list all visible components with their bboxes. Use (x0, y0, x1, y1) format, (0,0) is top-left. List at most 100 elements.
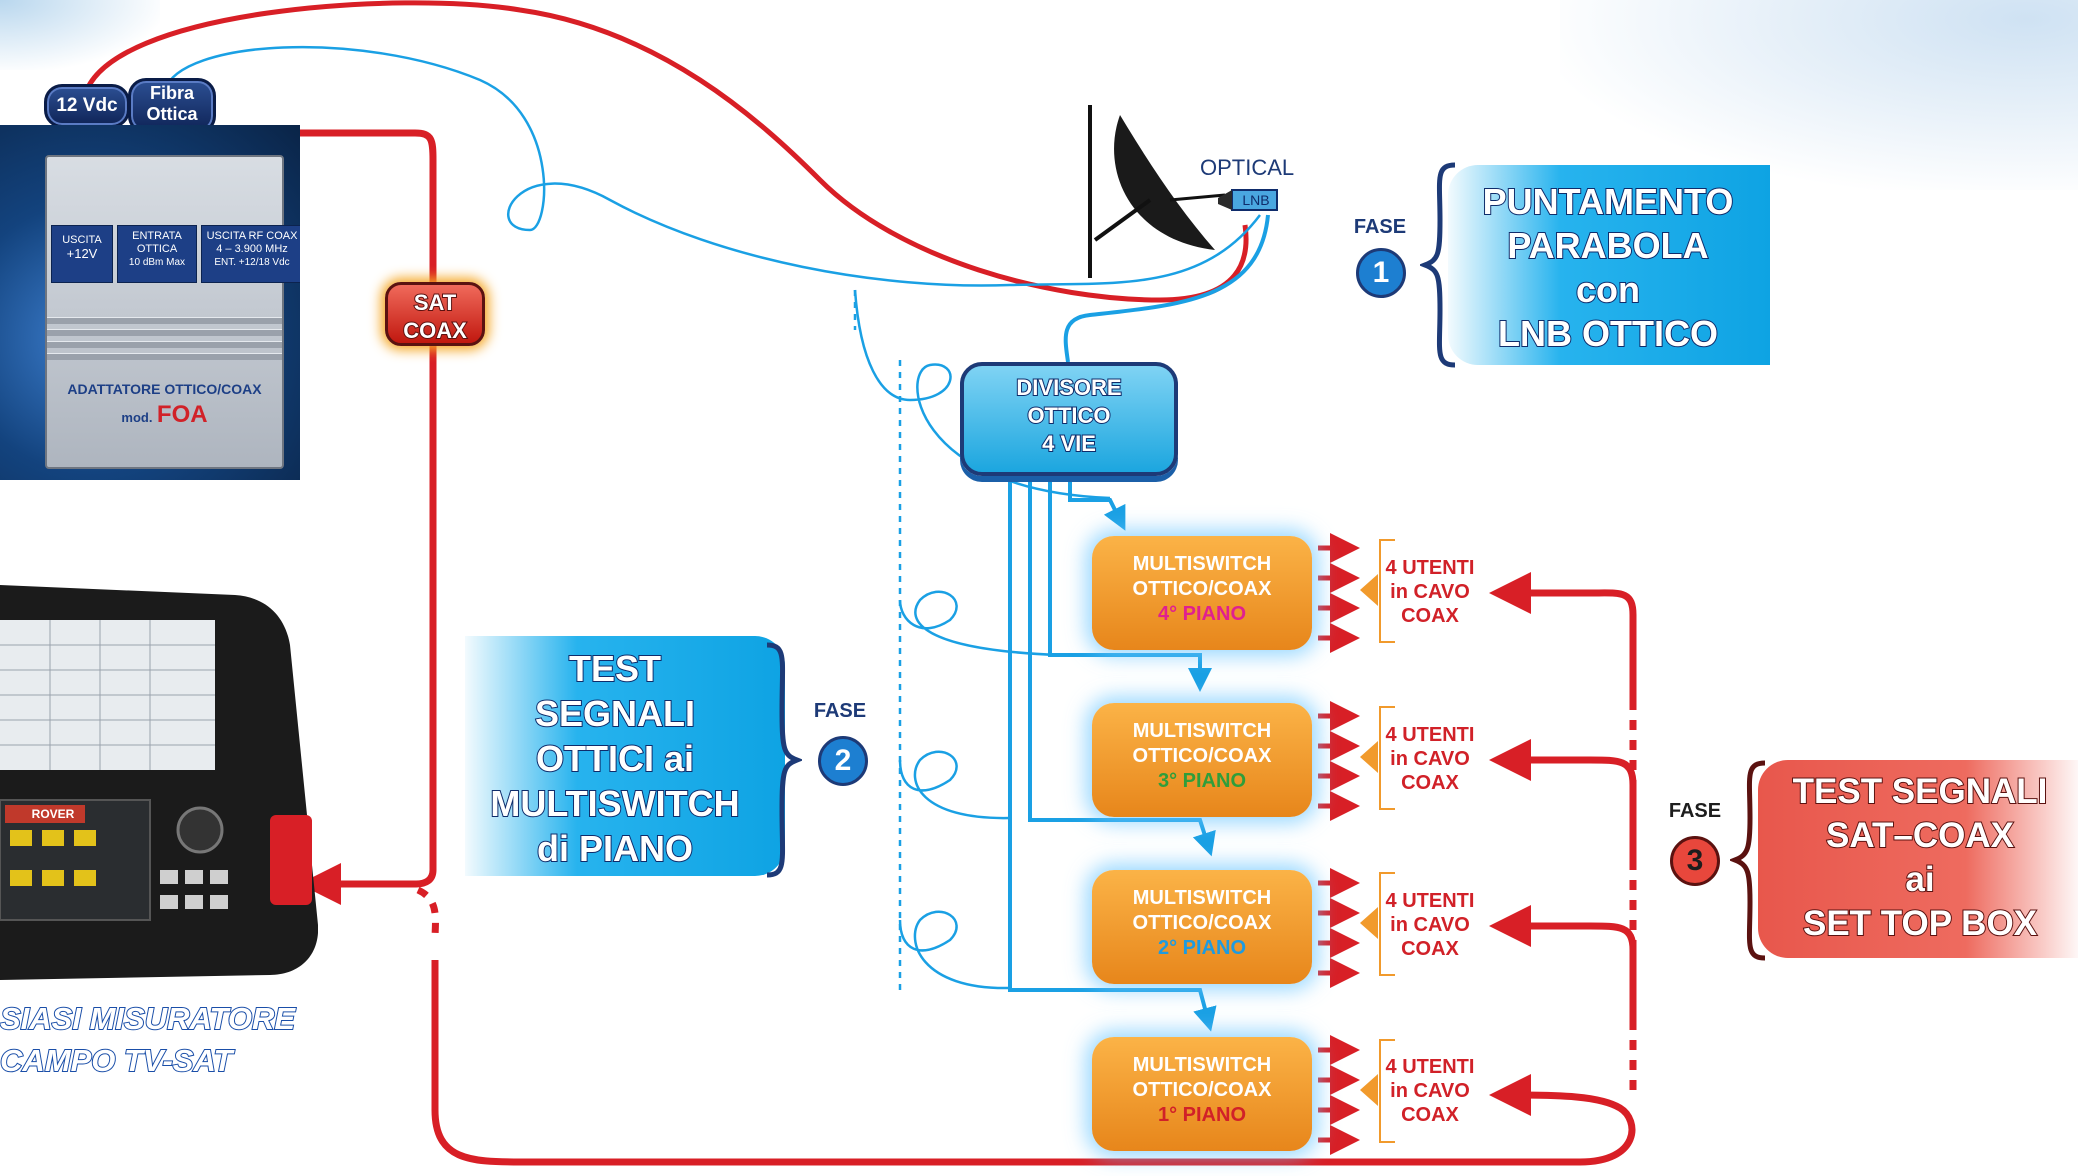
phase2-number: 2 (818, 736, 868, 786)
multiswitch-line2: OTTICO/COAX (1132, 1079, 1272, 1101)
return-floor3 (1489, 739, 1637, 865)
phase3-line2: SAT–COAX (1825, 815, 2015, 856)
multiswitch-floor2: MULTISWITCH OTTICO/COAX 2° PIANO (1092, 870, 1312, 984)
phase3-brace (1730, 760, 1766, 961)
users-line1: 4 UTENTI (1385, 724, 1475, 746)
lnb-label: LNB (1242, 192, 1270, 208)
user-triangles (1360, 574, 1378, 1106)
sat-coax-line2: COAX (402, 317, 468, 344)
port-label: USCITA RF COAX (206, 230, 298, 242)
fiber-label-line2: Ottica (146, 104, 198, 124)
meter-brand: ROVER (31, 807, 75, 821)
adapter-model-row: mod. FOA (47, 401, 282, 429)
phase2-line1: TEST (568, 647, 662, 690)
multiswitch-floor4: MULTISWITCH OTTICO/COAX 4° PIANO (1092, 536, 1312, 650)
multiswitch-line2: OTTICO/COAX (1132, 912, 1272, 934)
multiswitch-outputs (1318, 533, 1360, 1155)
port-label: ENT. +12/18 Vdc (214, 257, 290, 268)
adapter-fin (47, 317, 282, 324)
phase2-brace (766, 642, 802, 878)
multiswitch-floor3: MULTISWITCH OTTICO/COAX 3° PIANO (1092, 703, 1312, 817)
users-floor1: 4 UTENTI in CAVO COAX (1382, 1055, 1478, 1127)
users-line3: COAX (1401, 772, 1459, 794)
adapter-fin (47, 329, 282, 336)
port-label: 4 – 3.900 MHz (216, 243, 288, 255)
users-line1: 4 UTENTI (1385, 890, 1475, 912)
phase3-box (1758, 760, 2078, 958)
multiswitch-floor-label: 4° PIANO (1157, 603, 1247, 625)
multiswitch-floor-label: 3° PIANO (1157, 770, 1247, 792)
phase2-box (465, 636, 785, 876)
adapter-fin (47, 353, 282, 360)
user-brackets (1379, 539, 1395, 1143)
users-floor3: 4 UTENTI in CAVO COAX (1382, 723, 1478, 795)
phase1-number: 1 (1356, 248, 1406, 298)
multiswitch-floor1: MULTISWITCH OTTICO/COAX 1° PIANO (1092, 1037, 1312, 1151)
adapter-port-rf: USCITA RF COAX 4 – 3.900 MHz ENT. +12/18… (201, 225, 300, 283)
field-meter-device: ROVER (0, 585, 319, 980)
return-floor2 (1489, 905, 1637, 1030)
multiswitch-line1: MULTISWITCH (1132, 553, 1272, 575)
phase2-line4: MULTISWITCH (489, 782, 740, 825)
phase3-title: TEST SEGNALI SAT–COAX ai SET TOP BOX (1762, 770, 2078, 946)
divisore-line1: DIVISORE (1015, 374, 1122, 401)
port-label: ENTRATA (132, 230, 182, 242)
port-label: USCITA (62, 234, 102, 246)
adapter-port-12v: USCITA +12V (51, 225, 113, 283)
phase2-title: TEST SEGNALI OTTICI ai MULTISWITCH di PI… (470, 646, 760, 871)
adapter-model-prefix: mod. (121, 410, 153, 425)
phase2-line5: di PIANO (536, 827, 694, 870)
phase3-line3: ai (1904, 859, 1935, 900)
meter-caption: SIASI MISURATORE CAMPO TV-SAT (0, 998, 330, 1082)
phase1-box (1448, 165, 1770, 365)
users-floor2: 4 UTENTI in CAVO COAX (1382, 889, 1478, 961)
fiber-cable-top (163, 45, 1261, 287)
phase1-brace (1420, 162, 1456, 368)
divisore-outputs (1008, 478, 1217, 1032)
phase1-line1: PUNTAMENTO (1482, 180, 1735, 223)
adapter-model: FOA (156, 401, 208, 428)
divisore-line2: OTTICO (1026, 402, 1111, 429)
fiber-label-line1: Fibra (149, 83, 194, 103)
field-meter-icon (0, 585, 319, 980)
fiber-lnb-divisore (1063, 214, 1270, 363)
phase2-test-fiber (853, 289, 1111, 990)
phase1-fase-label: FASE (1353, 216, 1407, 238)
optical-splitter-box: DIVISORE OTTICO 4 VIE (960, 362, 1178, 476)
bottom-red-loop (431, 960, 1636, 1166)
sat-coax-line1: SAT (413, 289, 457, 316)
phase1-line3: con (1575, 268, 1641, 311)
multiswitch-line1: MULTISWITCH (1132, 887, 1272, 909)
port-label: +12V (66, 246, 98, 261)
phase2-fase-label: FASE (813, 700, 867, 722)
users-line1: 4 UTENTI (1385, 1056, 1475, 1078)
phase3-fase-label: FASE (1668, 800, 1722, 822)
meter-dashed-cable (416, 886, 439, 941)
phase3-number: 3 (1670, 836, 1720, 886)
users-line2: in CAVO (1390, 748, 1470, 770)
users-line1: 4 UTENTI (1385, 557, 1475, 579)
phase1-line4: LNB OTTICO (1497, 312, 1719, 355)
phase3-line4: SET TOP BOX (1802, 903, 2038, 944)
adapter-fin (47, 341, 282, 348)
multiswitch-line1: MULTISWITCH (1132, 1054, 1272, 1076)
sky-decoration-left (0, 0, 160, 70)
port-label: OTTICA (136, 243, 178, 255)
phase2-line3: OTTICI ai (535, 737, 695, 780)
sat-coax-badge: SAT COAX (385, 282, 485, 346)
satellite-dish-icon (1088, 105, 1278, 278)
phase2-line2: SEGNALI (534, 692, 696, 735)
port-label: 10 dBm Max (128, 257, 186, 268)
power-12vdc-tag: 12 Vdc (44, 84, 130, 128)
power-12vdc-label: 12 Vdc (56, 95, 118, 116)
users-floor4: 4 UTENTI in CAVO COAX (1382, 556, 1478, 628)
meter-caption-line2: CAMPO TV-SAT (0, 1042, 234, 1079)
multiswitch-line2: OTTICO/COAX (1132, 745, 1272, 767)
optical-label: OPTICAL (1200, 155, 1295, 180)
users-line2: in CAVO (1390, 1080, 1470, 1102)
multiswitch-line2: OTTICO/COAX (1132, 578, 1272, 600)
multiswitch-line1: MULTISWITCH (1132, 720, 1272, 742)
users-line3: COAX (1401, 938, 1459, 960)
users-line3: COAX (1401, 605, 1459, 627)
adapter-body: USCITA +12V ENTRATA OTTICA 10 dBm Max US… (45, 155, 300, 469)
